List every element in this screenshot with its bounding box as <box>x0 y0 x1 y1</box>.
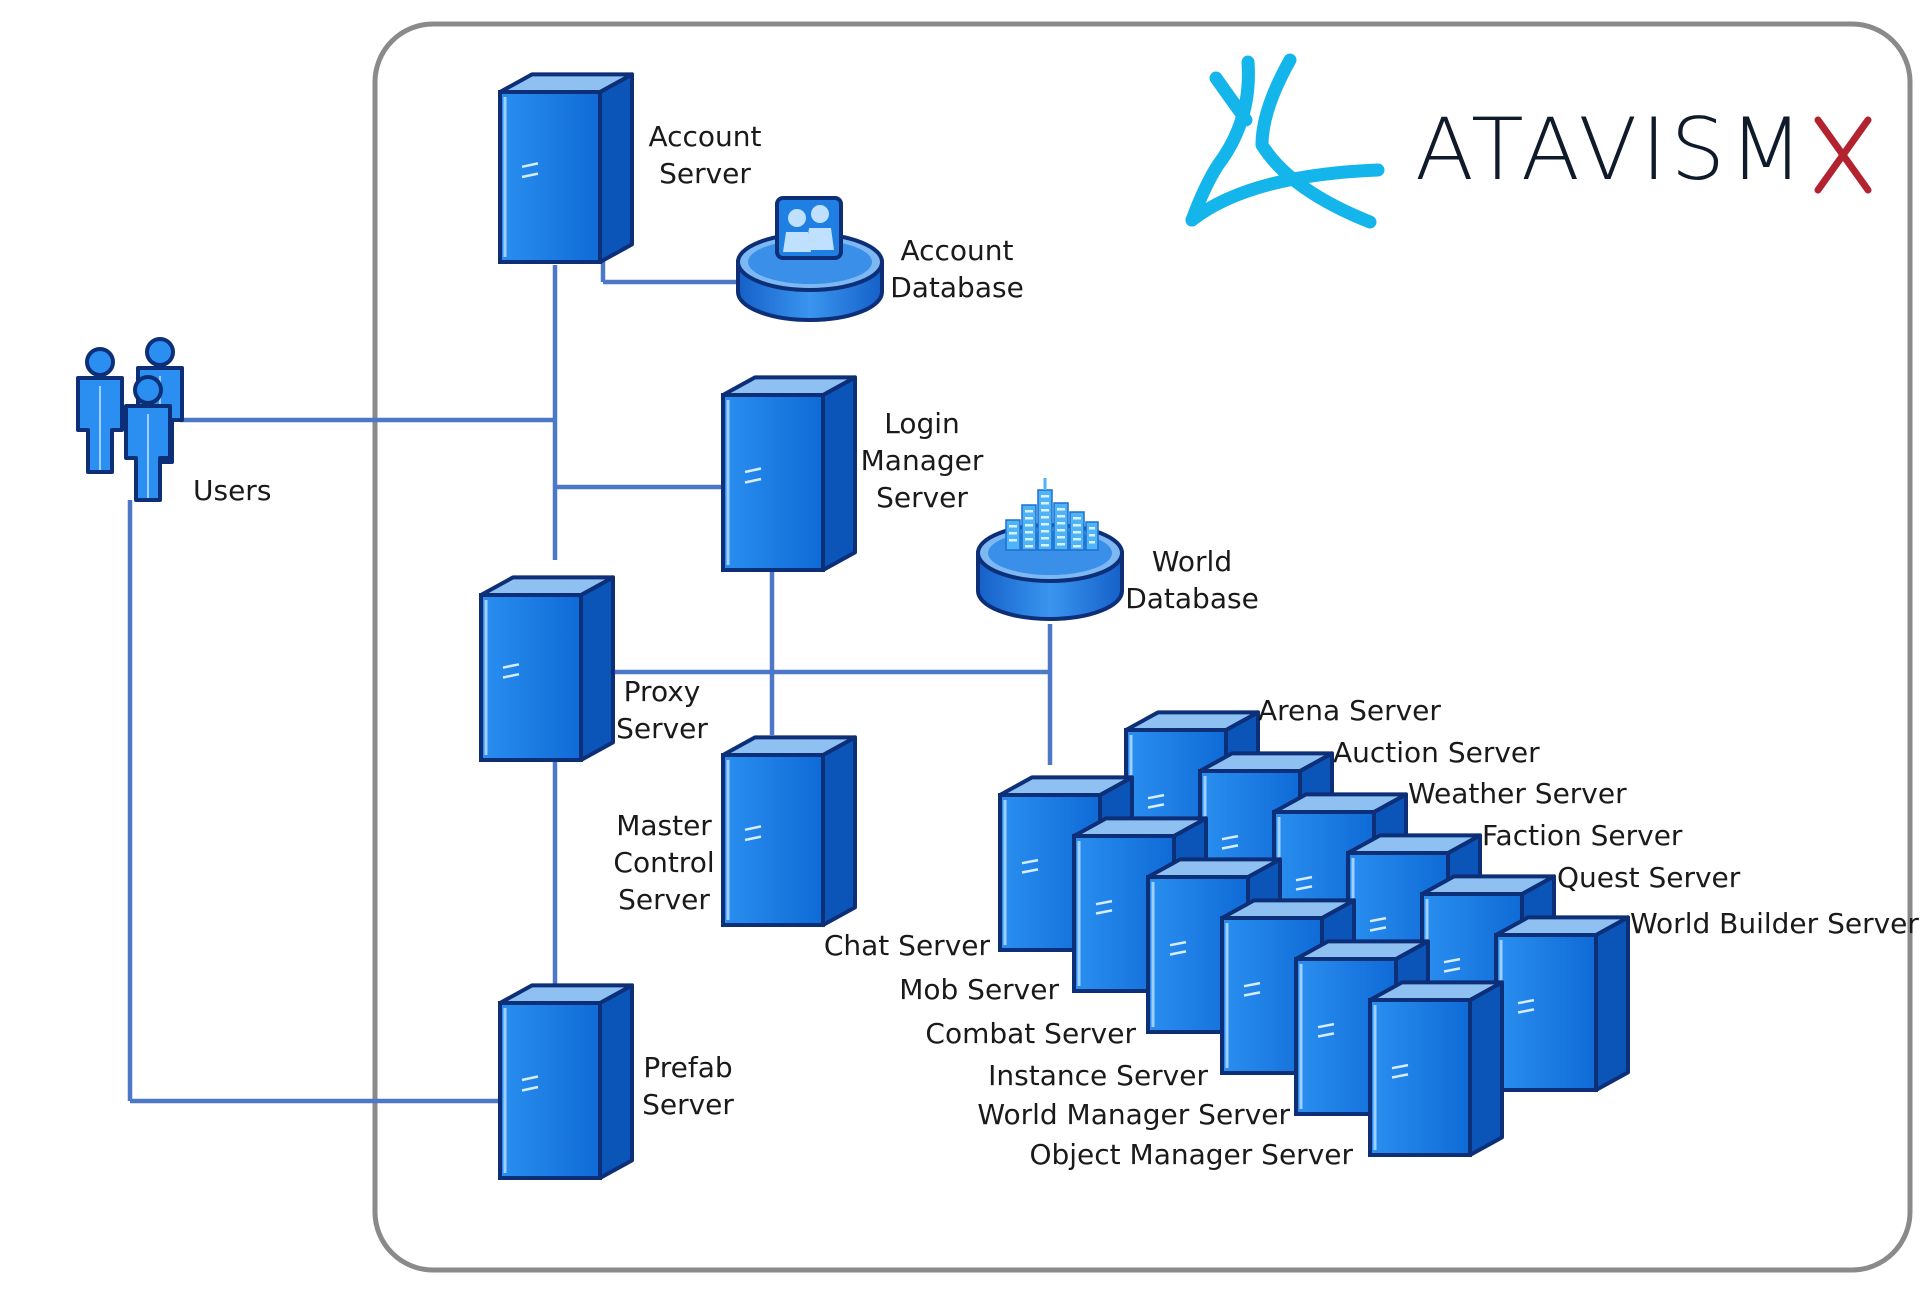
world-database-icon <box>976 478 1124 621</box>
proxy-server-label-line-2: Server <box>616 712 708 745</box>
world-builder-server-icon <box>1494 915 1630 1092</box>
account-database-label-line-1: Account <box>900 234 1014 267</box>
account-database-icon <box>736 196 884 322</box>
world-database-city-icon <box>1005 478 1099 551</box>
account-server-label-line-2: Server <box>659 157 751 190</box>
master-control-server-icon <box>721 735 857 927</box>
object-manager-server-label-text: Object Manager Server <box>1029 1138 1353 1171</box>
world-manager-server-label: World Manager Server <box>977 1096 1290 1133</box>
auction-server-label-text: Auction Server <box>1333 736 1540 769</box>
users-icon <box>76 337 184 502</box>
login-manager-server-label-line-3: Server <box>876 481 968 514</box>
world-database-label: World Database <box>1125 543 1259 617</box>
account-database-users-icon <box>775 196 843 260</box>
object-manager-server-icon <box>1368 980 1504 1157</box>
prefab-server-label-line-2: Server <box>642 1088 734 1121</box>
auction-server-label: Auction Server <box>1333 734 1540 771</box>
prefab-server-label: Prefab Server <box>642 1049 734 1123</box>
login-manager-server-label-line-1: Login <box>884 407 960 440</box>
prefab-server-label-line-1: Prefab <box>643 1051 733 1084</box>
world-manager-server-label-text: World Manager Server <box>977 1098 1290 1131</box>
faction-server-label: Faction Server <box>1482 817 1682 854</box>
quest-server-label: Quest Server <box>1557 859 1740 896</box>
master-control-server-label-line-2: Control <box>613 846 715 879</box>
account-server-label-line-1: Account <box>648 120 762 153</box>
faction-server-label-text: Faction Server <box>1482 819 1683 852</box>
world-database-label-line-2: Database <box>1125 582 1259 615</box>
atavism-logo-mark-icon <box>1185 53 1385 229</box>
world-builder-server-label: World Builder Server <box>1630 905 1919 942</box>
instance-server-label: Instance Server <box>988 1057 1208 1094</box>
account-database-label: Account Database <box>890 232 1024 306</box>
users-label-text: Users <box>193 474 272 507</box>
proxy-server-label-line-1: Proxy <box>623 675 701 708</box>
prefab-server-icon <box>498 983 634 1180</box>
login-manager-server-icon <box>721 375 857 572</box>
atavism-logo-text: ATAVISM <box>1415 100 1808 200</box>
atavism-logo-x-icon <box>1814 116 1872 194</box>
chat-server-label: Chat Server <box>824 927 990 964</box>
chat-server-label-text: Chat Server <box>823 929 990 962</box>
system-boundary-frame <box>372 21 1913 1273</box>
world-server-cluster <box>998 710 1630 1157</box>
connector-lines <box>127 235 1053 1104</box>
atavism-logo-wordmark: ATAVISM <box>1415 100 1807 200</box>
master-control-server-label: Master Control Server <box>613 807 714 918</box>
instance-server-label-text: Instance Server <box>988 1059 1208 1092</box>
world-database-label-line-1: World <box>1151 545 1233 578</box>
weather-server-label-text: Weather Server <box>1408 777 1627 810</box>
arena-server-label-text: Arena Server <box>1258 694 1441 727</box>
account-database-label-line-2: Database <box>890 271 1024 304</box>
account-server-icon <box>498 72 634 264</box>
login-manager-server-label: Login Manager Server <box>861 405 984 516</box>
weather-server-label: Weather Server <box>1408 775 1627 812</box>
combat-server-label: Combat Server <box>925 1015 1136 1052</box>
arena-server-label: Arena Server <box>1258 692 1441 729</box>
combat-server-label-text: Combat Server <box>925 1017 1136 1050</box>
mob-server-label-text: Mob Server <box>899 973 1059 1006</box>
users-label: Users <box>193 472 271 509</box>
master-control-server-label-line-1: Master <box>616 809 712 842</box>
object-manager-server-label: Object Manager Server <box>1029 1136 1353 1173</box>
proxy-server-label: Proxy Server <box>616 673 708 747</box>
mob-server-label: Mob Server <box>899 971 1059 1008</box>
proxy-server-icon <box>479 575 615 762</box>
world-builder-server-label-text: World Builder Server <box>1630 907 1919 940</box>
account-server-label: Account Server <box>648 118 761 192</box>
quest-server-label-text: Quest Server <box>1557 861 1741 894</box>
master-control-server-label-line-3: Server <box>618 883 710 916</box>
login-manager-server-label-line-2: Manager <box>860 444 984 477</box>
